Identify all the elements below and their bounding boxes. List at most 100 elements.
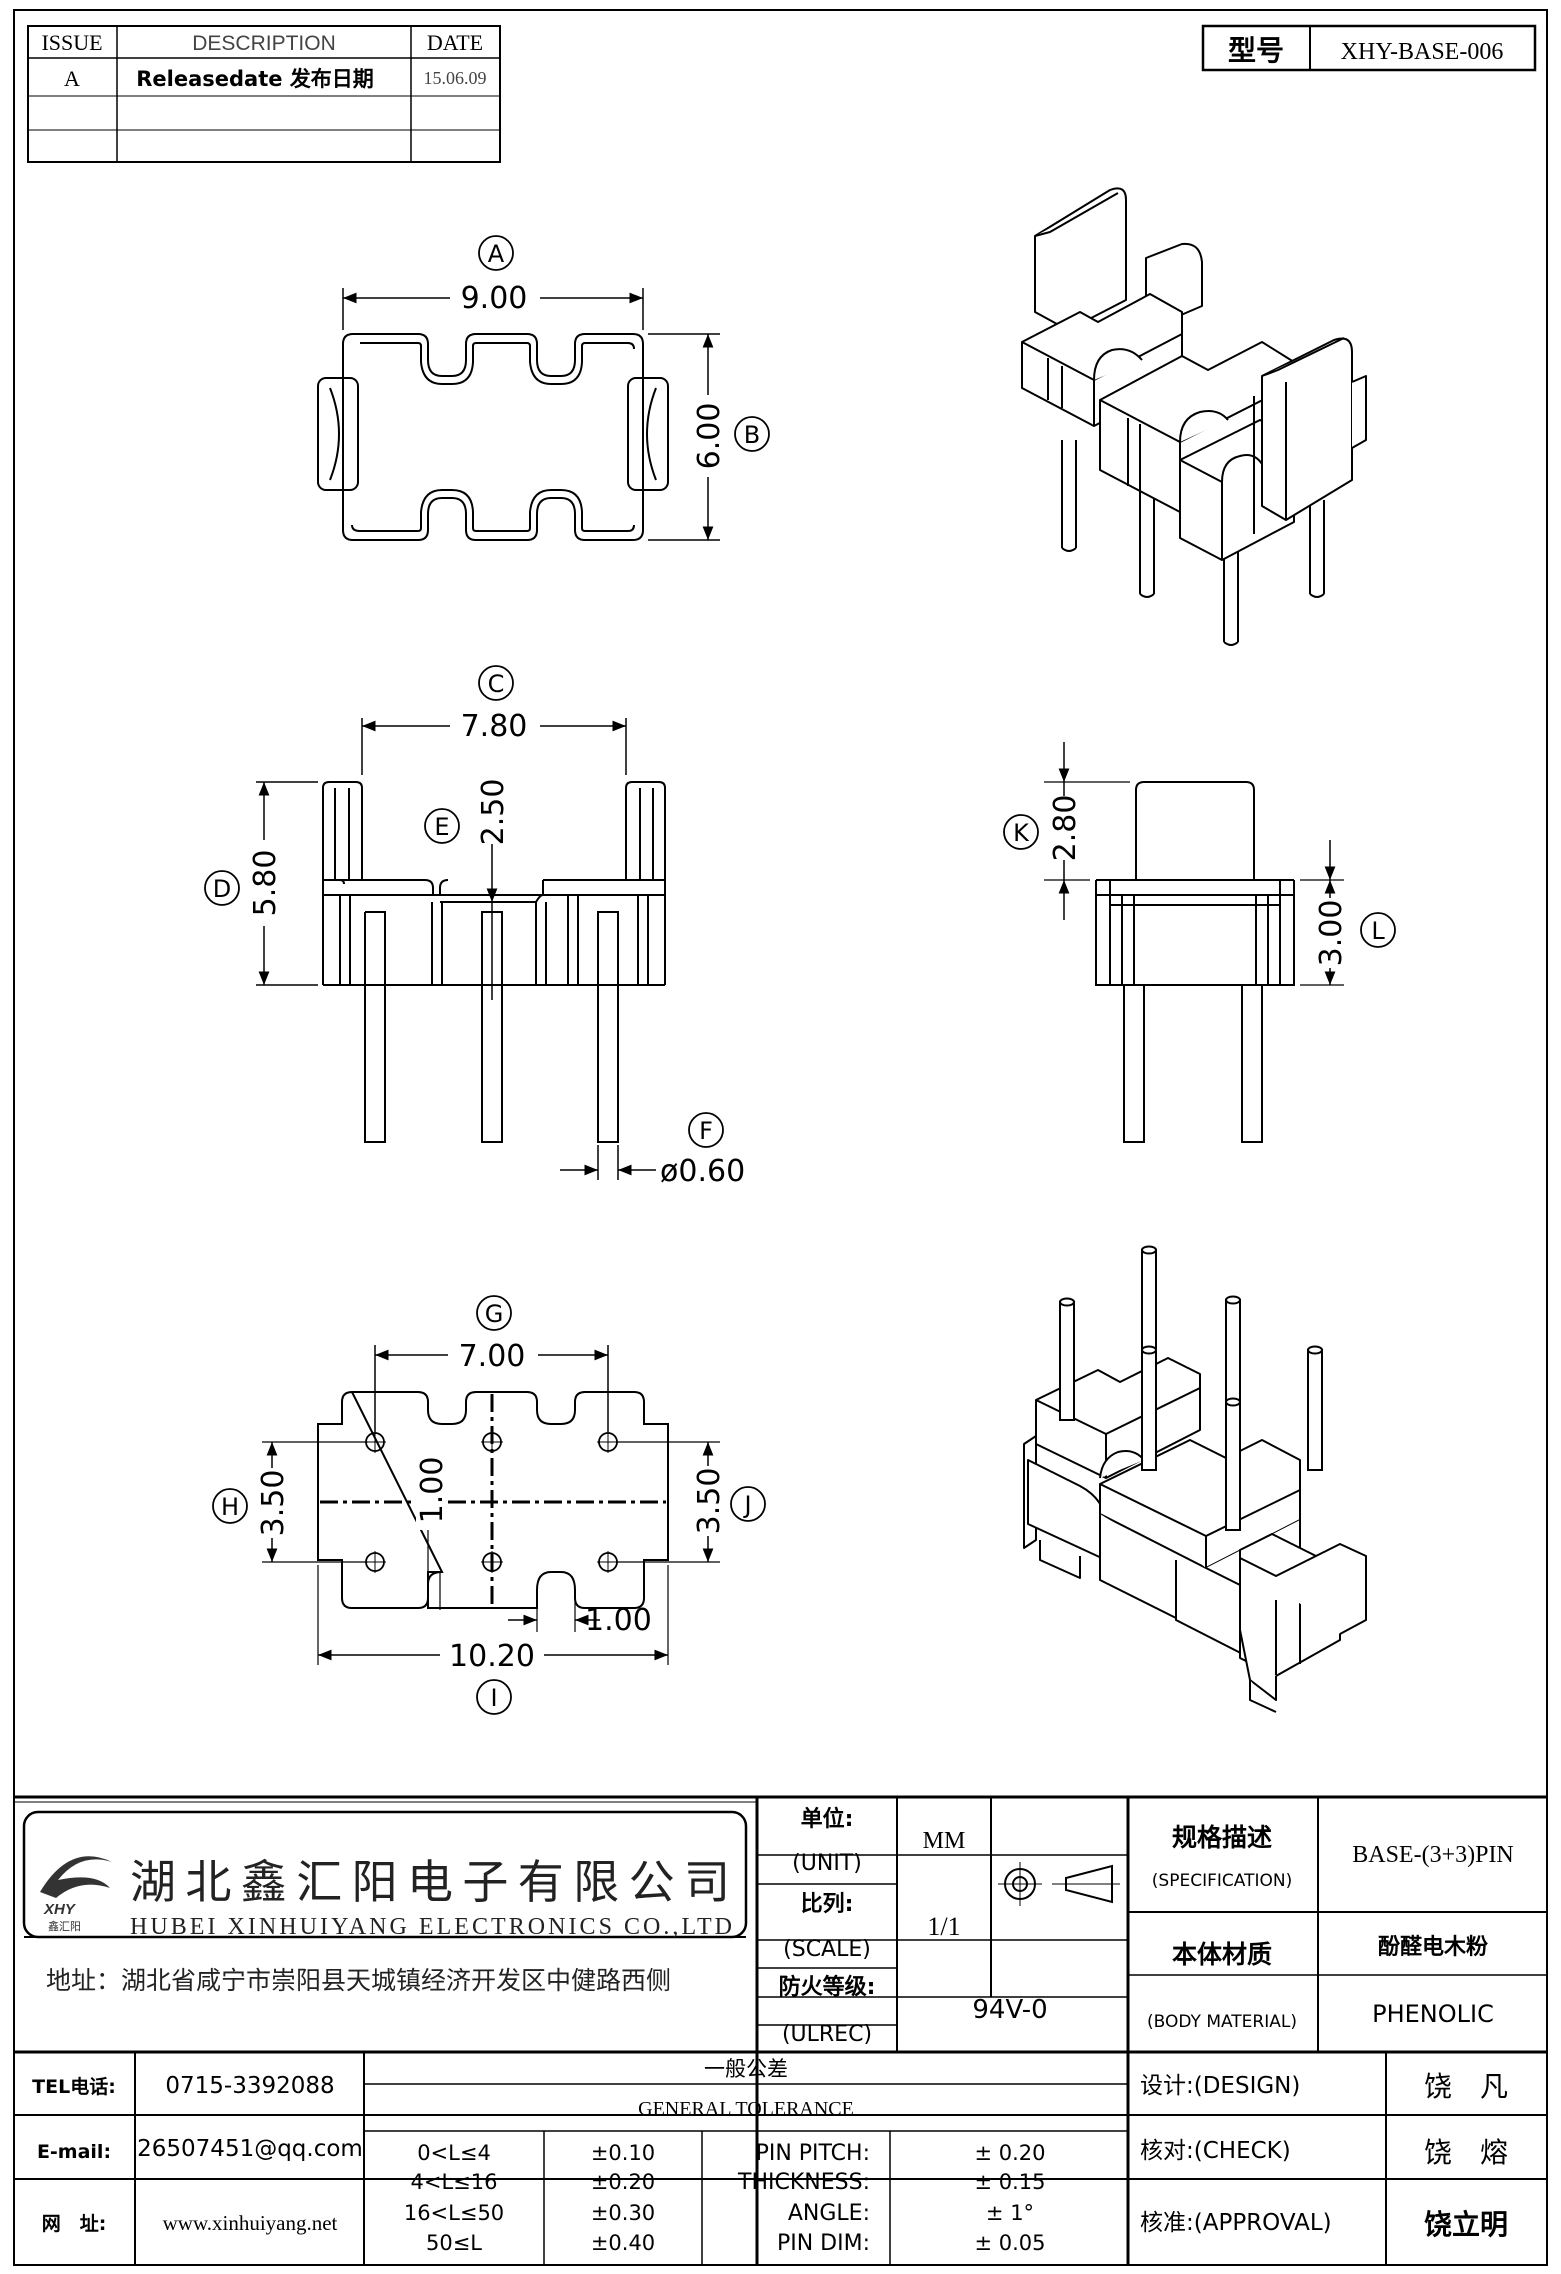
dim-c-letter: C <box>488 670 505 698</box>
dim-e-letter: E <box>434 813 449 841</box>
dim-i-letter: I <box>490 1684 497 1712</box>
tol-other-label-2: THICKNESS: <box>737 2170 870 2195</box>
web-label: 网 址: <box>42 2213 107 2235</box>
dim-e: 2.50 E <box>424 779 511 1000</box>
dim-f: ø0.60 F <box>560 1112 745 1189</box>
tol-range-1: 0<L≤4 <box>417 2141 491 2165</box>
bottom-view <box>317 1390 669 1609</box>
dim-b-value: 6.00 <box>692 403 727 470</box>
dim-d: 5.80 D <box>204 781 318 986</box>
rev-date-a: 15.06.09 <box>424 68 487 88</box>
unit-value: MM <box>923 1828 966 1854</box>
dim-b-letter: B <box>744 421 760 449</box>
logo-subtext: 鑫汇阳 <box>48 1919 81 1933</box>
material-value-en: PHENOLIC <box>1372 2000 1494 2028</box>
email-value: 26507451@qq.com <box>137 2136 363 2162</box>
iso-view-top <box>1021 187 1367 646</box>
dim-c-value: 7.80 <box>461 709 528 744</box>
dim-k-letter: K <box>1013 819 1030 847</box>
tol-other-value-1: ± 0.20 <box>974 2141 1045 2165</box>
dim-l-letter: L <box>1371 917 1385 945</box>
dim-c: 7.80 C <box>361 665 627 775</box>
tolerance-title-en: GENERAL TOLERANCE <box>638 2098 854 2120</box>
rev-header-description: DESCRIPTION <box>192 32 336 55</box>
company-name-en: HUBEI XINHUIYANG ELECTRONICS CO.,LTD <box>130 1914 732 1940</box>
email-label: E-mail: <box>37 2141 111 2163</box>
check-name: 饶 熔 <box>1424 2136 1508 2169</box>
dim-h-letter: H <box>221 1493 239 1521</box>
dim-a-value: 9.00 <box>461 281 528 316</box>
spec-label-en: (SPECIFICATION) <box>1152 1871 1292 1891</box>
tolerance-title-cn: 一般公差 <box>704 2057 788 2081</box>
material-label-cn: 本体材质 <box>1172 1940 1272 1969</box>
dim-g-letter: G <box>485 1300 504 1328</box>
dim-center-value: 1.00 <box>415 1457 450 1524</box>
material-label-en: (BODY MATERIAL) <box>1147 2012 1297 2032</box>
dim-h-value: 3.50 <box>256 1470 291 1537</box>
spec-value: BASE-(3+3)PIN <box>1352 1842 1514 1868</box>
dim-l: 3.00 L <box>1300 840 1396 986</box>
dim-center: 1.00 <box>415 1450 450 1610</box>
model-box: 型号 XHY-BASE-006 <box>1201 24 1537 72</box>
check-label: 核对:(CHECK) <box>1140 2138 1291 2164</box>
spec-label-cn: 规格描述 <box>1172 1823 1272 1852</box>
dim-i: 10.20 I <box>317 1565 669 1715</box>
dim-g: 7.00 G <box>374 1295 609 1432</box>
dim-slot: 1.00 <box>508 1600 652 1638</box>
tol-other-value-2: ± 0.15 <box>974 2170 1045 2194</box>
dim-slot-value: 1.00 <box>585 1603 652 1638</box>
tol-other-label-1: PIN PITCH: <box>756 2141 870 2166</box>
tol-other-value-4: ± 0.05 <box>974 2231 1045 2255</box>
design-label: 设计:(DESIGN) <box>1140 2073 1300 2099</box>
ulrec-label-en: (ULREC) <box>782 2022 872 2047</box>
revision-table: ISSUE DESCRIPTION DATE A Releasedate 发布日… <box>27 25 501 163</box>
material-value-cn: 酚醛电木粉 <box>1378 1935 1488 1960</box>
logo-text: XHY <box>43 1901 77 1918</box>
scale-label-cn: 比列: <box>801 1892 854 1917</box>
tel-label: TEL电话: <box>32 2075 116 2098</box>
dim-b: 6.00 B <box>648 333 770 541</box>
dim-f-letter: F <box>699 1117 713 1145</box>
rev-description-a: Releasedate 发布日期 <box>136 67 374 91</box>
rev-header-issue: ISSUE <box>41 30 102 55</box>
approval-label: 核准:(APPROVAL) <box>1140 2210 1332 2236</box>
dim-d-value: 5.80 <box>248 850 283 917</box>
company-logo: XHY 鑫汇阳 <box>40 1856 112 1933</box>
tol-range-4: 50≤L <box>426 2231 482 2255</box>
dim-k-value: 2.80 <box>1048 795 1083 862</box>
design-name: 饶 凡 <box>1424 2070 1508 2103</box>
unit-label-cn: 单位: <box>801 1806 854 1832</box>
ulrec-label-cn: 防火等级: <box>779 1974 876 2000</box>
top-view <box>317 333 669 541</box>
dim-g-value: 7.00 <box>459 1339 526 1374</box>
dim-k: 2.80 K <box>1003 742 1130 920</box>
unit-label-en: (UNIT) <box>792 1851 862 1876</box>
dim-d-letter: D <box>213 875 231 903</box>
dim-j: 3.50 J <box>616 1441 766 1563</box>
iso-view-bottom <box>1023 1357 1367 1713</box>
tol-range-3: 16<L≤50 <box>404 2201 504 2225</box>
tol-other-label-4: PIN DIM: <box>777 2231 870 2256</box>
company-name-cn: 湖北鑫汇阳电子有限公司 <box>130 1855 730 1909</box>
tel-value: 0715-3392088 <box>165 2073 334 2099</box>
dim-e-value: 2.50 <box>476 779 511 846</box>
dim-j-value: 3.50 <box>692 1468 727 1535</box>
tol-range-2: 4<L≤16 <box>411 2170 498 2194</box>
tol-other-value-3: ± 1° <box>986 2201 1034 2225</box>
dim-j-letter: J <box>742 1491 751 1519</box>
dim-i-value: 10.20 <box>449 1639 535 1674</box>
dim-f-value: ø0.60 <box>660 1154 745 1189</box>
front-view <box>322 781 666 1143</box>
bottom-view-centerlines <box>320 1394 666 1606</box>
tol-value-2: ±0.20 <box>591 2170 655 2194</box>
title-block-frame <box>14 1795 1547 2266</box>
web-value: www.xinhuiyang.net <box>163 2211 338 2235</box>
model-value: XHY-BASE-006 <box>1341 39 1504 65</box>
projection-symbol-icon <box>998 1862 1120 1906</box>
tol-other-label-3: ANGLE: <box>788 2201 870 2226</box>
ulrec-value: 94V-0 <box>972 1995 1047 2025</box>
rev-issue-a: A <box>64 66 80 91</box>
iso-bottom-pins <box>1059 1245 1323 1531</box>
dim-l-value: 3.00 <box>1314 900 1349 967</box>
